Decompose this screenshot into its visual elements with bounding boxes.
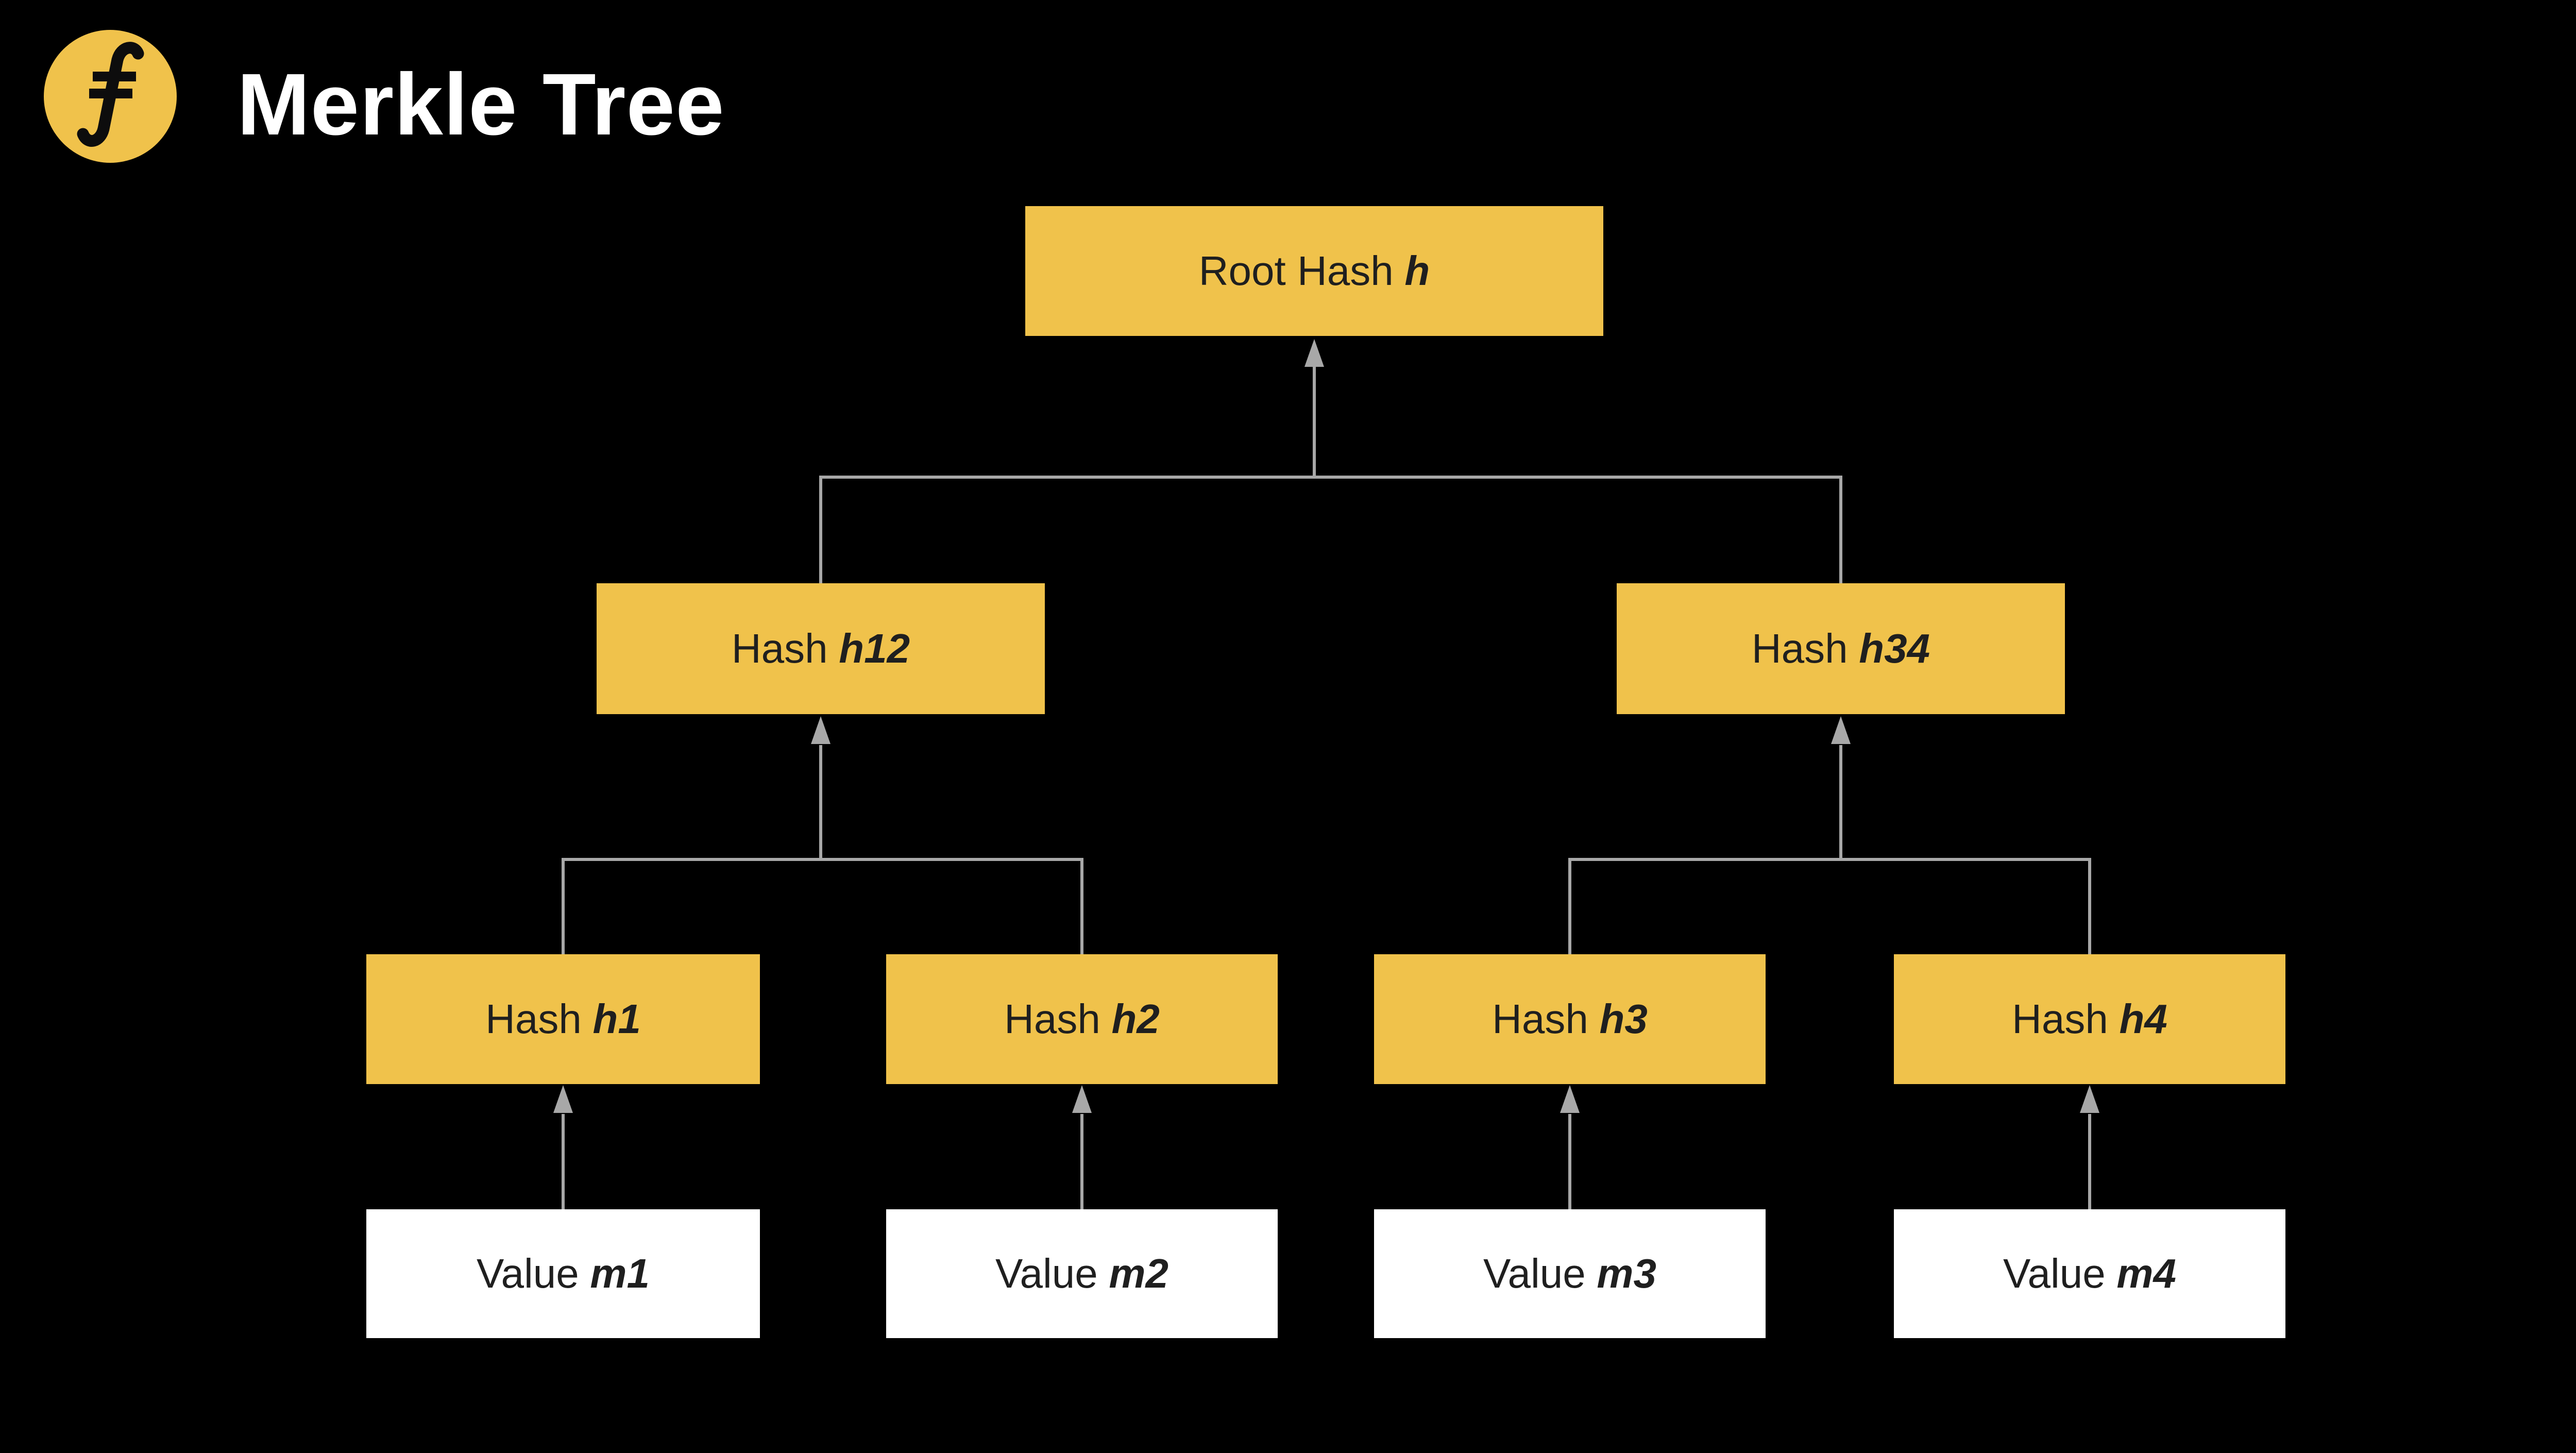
- node-emphasis: m4: [2116, 1251, 2176, 1296]
- node-label: Value: [1483, 1251, 1586, 1296]
- node-label: Hash: [1004, 996, 1100, 1042]
- node-emphasis: h3: [1599, 996, 1648, 1042]
- arrow-value-m2: [1072, 1085, 1092, 1209]
- arrow-value-m3: [1560, 1085, 1580, 1209]
- node-label: Hash: [1751, 626, 1848, 671]
- node-label: Value: [2003, 1251, 2106, 1296]
- node-label: Hash: [2012, 996, 2108, 1042]
- node-emphasis: h: [1404, 248, 1430, 294]
- connector-root: [819, 339, 1842, 583]
- node-emphasis: h34: [1859, 626, 1930, 671]
- connector-left-subtree: [562, 716, 1083, 954]
- node-emphasis: h2: [1111, 996, 1160, 1042]
- node-label: Hash: [1492, 996, 1588, 1042]
- node-label: Hash: [731, 626, 828, 671]
- node-label: Value: [477, 1251, 579, 1296]
- node-label: Hash: [485, 996, 582, 1042]
- node-label: Root Hash: [1198, 248, 1394, 294]
- arrow-value-m1: [553, 1085, 573, 1209]
- filecoin-logo-svg: [44, 30, 177, 163]
- node-emphasis: m1: [590, 1251, 650, 1296]
- node-emphasis: h12: [839, 626, 910, 671]
- node-emphasis: m3: [1597, 1251, 1656, 1296]
- node-emphasis: m2: [1109, 1251, 1168, 1296]
- page-title: Merkle Tree: [237, 56, 725, 154]
- node-label: Value: [995, 1251, 1098, 1296]
- node-emphasis: h4: [2119, 996, 2167, 1042]
- filecoin-logo-icon: [44, 30, 177, 163]
- node-emphasis: h1: [592, 996, 641, 1042]
- connector-right-subtree: [1568, 716, 2091, 954]
- arrow-value-m4: [2080, 1085, 2099, 1209]
